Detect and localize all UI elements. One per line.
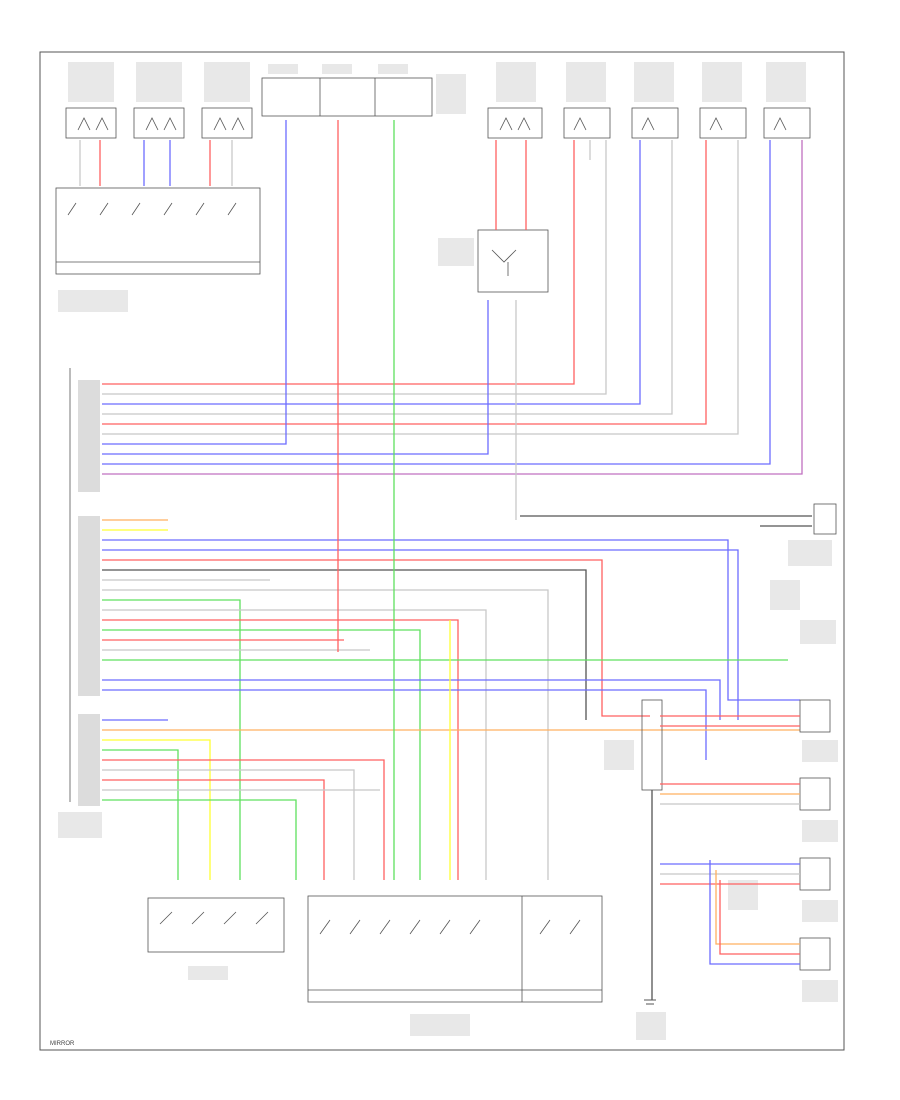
footer-code: MIRROR: [50, 1041, 75, 1047]
ground-symbol: [636, 999, 666, 1040]
mirror-motor-group-left: [65, 107, 253, 139]
bottom-left-switch: [147, 897, 285, 980]
mirror-motor-group-right: [487, 107, 811, 139]
wires-group-1: [102, 140, 803, 475]
mirror-motor-labels-right: [496, 62, 806, 102]
connector-pin-labels: [78, 380, 100, 806]
right-sensor-labels: [604, 540, 838, 1002]
mirror-motor-labels-left: [68, 62, 250, 102]
sensor-wire-pairs: [520, 515, 812, 1000]
diagram-frame: [39, 51, 845, 1051]
seat-module-connector: [58, 368, 102, 838]
wires-group-2: [102, 519, 800, 880]
vertical-feeds: [285, 120, 517, 880]
power-seat-switch-block: [55, 187, 261, 312]
wires-group-3: [102, 719, 800, 880]
top-center-fuse-block: [261, 64, 466, 117]
bottom-center-switch-block: [307, 895, 603, 1036]
top-stub-wires: [79, 140, 591, 230]
lumbar-switch: [438, 229, 549, 293]
